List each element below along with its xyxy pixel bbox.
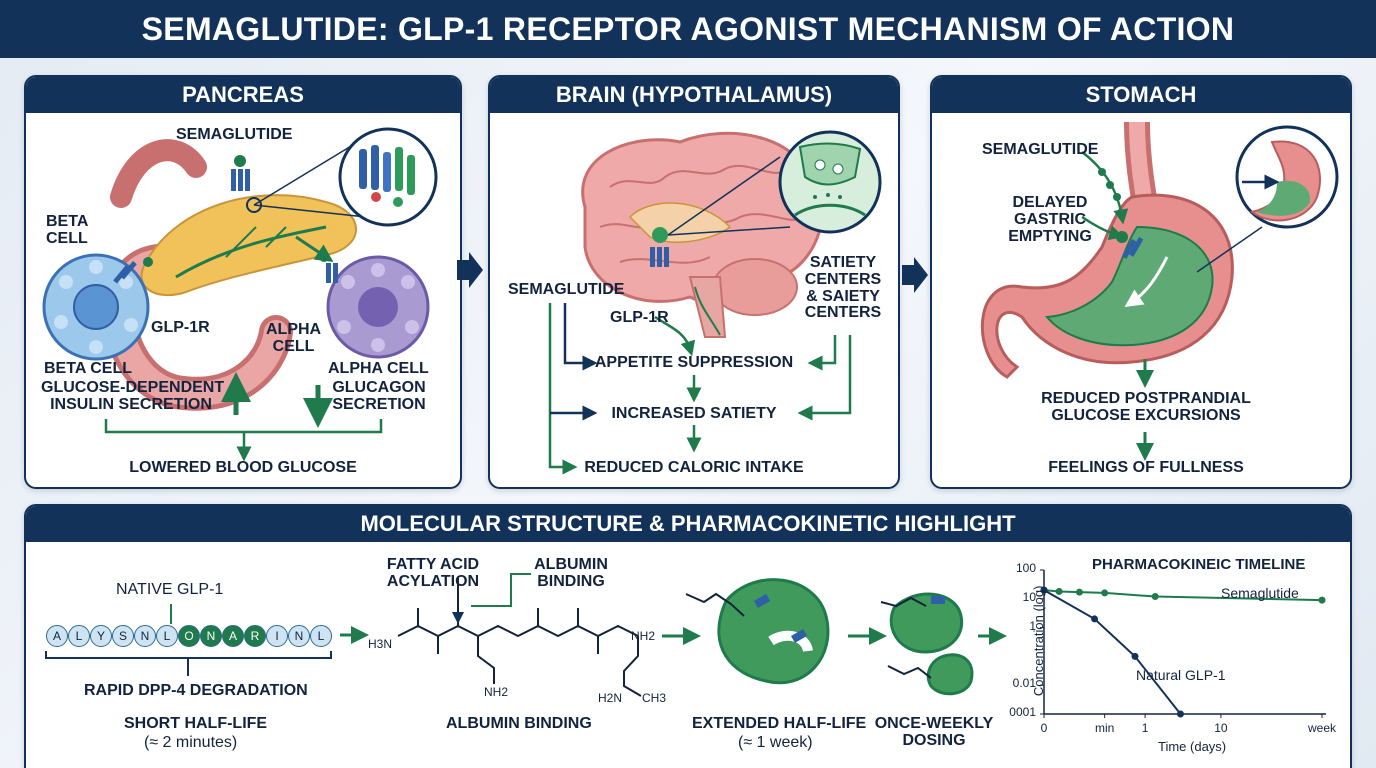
sequence-bead: L: [156, 625, 178, 647]
series-point: [1040, 586, 1048, 594]
alpha-cell-icon: [326, 255, 430, 359]
once-weekly-label: ONCE-WEEKLY DOSING: [874, 715, 994, 749]
h2n-label: H2N: [598, 691, 623, 705]
brain-semaglutide-label: SEMAGLUTIDE: [508, 281, 625, 298]
flow-arrow-1: [457, 252, 483, 288]
reduced-glucose-label: REDUCED POSTPRANDIAL GLUCOSE EXCURSIONS: [1041, 390, 1251, 424]
series-label: Semaglutide: [1221, 585, 1299, 601]
sequence-bead: L: [68, 625, 90, 647]
chart-y-axis-label: Concentration (log): [1031, 585, 1047, 697]
insulin-secretion-label: GLUCOSE-DEPENDENT INSULIN SECRETION: [41, 379, 225, 413]
sequence-bead: N: [200, 625, 222, 647]
molecular-illustration: [45, 569, 1326, 718]
sequence-bead: R: [244, 625, 266, 647]
x-tick-label: min: [1094, 721, 1115, 735]
flow-arrow-2: [902, 257, 928, 293]
brain-header: BRAIN (HYPOTHALAMUS): [490, 77, 898, 113]
fatty-acid-label: FATTY ACID ACYLATION: [386, 556, 480, 590]
alpha-cell-label: ALPHA CELL: [328, 360, 429, 377]
short-half-life-time: (≈ 2 minutes): [144, 734, 238, 751]
sequence-bead: S: [112, 625, 134, 647]
chart-title: PHARMACOKINEIC TIMELINE: [1092, 556, 1306, 573]
receptor-icon: [231, 155, 250, 191]
nh2-label-b: NH2: [484, 685, 509, 699]
stomach-illustration: [980, 121, 1339, 461]
sequence-bead: L: [310, 625, 332, 647]
beta-cell-icon: [42, 253, 150, 361]
x-tick-label: 1: [1141, 721, 1149, 735]
pancreas-illustration: [42, 127, 438, 462]
increased-satiety-label: INCREASED SATIETY: [611, 405, 777, 422]
satiety-centers-label: SATIETY CENTERS & SAIETY CENTERS: [804, 254, 882, 322]
y-tick-label: 100: [1015, 561, 1036, 575]
short-half-life-label: SHORT HALF-LIFE: [124, 715, 268, 732]
brain-panel: BRAIN (HYPOTHALAMUS): [488, 75, 900, 489]
native-glp1-label: NATIVE GLP-1: [116, 581, 224, 598]
sequence-bead: A: [222, 625, 244, 647]
sequence-bead: I: [266, 625, 288, 647]
appetite-suppression-label: APPETITE SUPPRESSION: [594, 354, 794, 371]
lowered-glucose-label: LOWERED BLOOD GLUCOSE: [129, 459, 357, 476]
molecular-header: MOLECULAR STRUCTURE & PHARMACOKINETIC HI…: [26, 506, 1350, 542]
y-tick-label: 10: [1022, 589, 1036, 604]
series-point: [1075, 588, 1083, 596]
y-tick-label: 1: [1029, 618, 1036, 633]
albumin-blob-2: [889, 592, 964, 654]
series-point: [1055, 587, 1063, 595]
h3n-label: H3N: [368, 637, 393, 651]
semaglutide-structure: [397, 608, 642, 697]
pancreas-panel: PANCREAS: [24, 75, 462, 489]
extended-half-life-label: EXTENDED HALF-LIFE: [692, 715, 867, 732]
series-point: [1151, 593, 1159, 601]
delayed-emptying-label: DELAYED GASTRIC EMPTYING: [1008, 194, 1092, 245]
x-tick-label: 10: [1214, 721, 1228, 735]
sequence-bead: A: [46, 625, 68, 647]
series-point: [1091, 615, 1099, 623]
ch3-label: CH3: [642, 691, 667, 705]
dpp4-label: RAPID DPP-4 DEGRADATION: [84, 682, 308, 699]
y-tick-label: 0001: [1009, 705, 1036, 719]
beta-cell-label: BETA CELL: [44, 360, 132, 377]
alpha-receptor-icon: [319, 252, 338, 283]
extended-half-life-time: (≈ 1 week): [738, 734, 813, 751]
alpha-cell-top-label: ALPHA CELL: [266, 321, 322, 355]
stomach-panel: STOMACH: [930, 75, 1352, 489]
sequence-bead: O: [178, 625, 200, 647]
series-line-1: [1043, 589, 1182, 715]
pancreas-semaglutide-label: SEMAGLUTIDE: [176, 126, 293, 143]
x-tick-label: 0: [1040, 721, 1048, 735]
brain-glp1r-label: GLP-1R: [610, 309, 669, 326]
stomach-semaglutide-label: SEMAGLUTIDE: [982, 141, 1099, 158]
main-title: SEMAGLUTIDE: GLP-1 RECEPTOR AGONIST MECH…: [0, 0, 1376, 58]
albumin-binding-top-label: ALBUMIN BINDING: [534, 556, 608, 590]
series-point: [1101, 589, 1109, 597]
series-point: [1176, 710, 1184, 718]
pk-chart-plot: [1040, 569, 1326, 718]
beta-cell-top-label: BETA CELL: [46, 213, 89, 247]
albumin-blob-3: [926, 653, 974, 696]
molecular-panel: MOLECULAR STRUCTURE & PHARMACOKINETIC HI…: [24, 504, 1352, 768]
glp1r-label: GLP-1R: [151, 319, 210, 336]
sequence-bead: N: [288, 625, 310, 647]
y-tick-label: 0.01: [1012, 676, 1036, 691]
series-point: [1318, 596, 1326, 604]
series-label: Natural GLP-1: [1136, 667, 1226, 683]
beta-receptor-icon: [113, 257, 153, 284]
fullness-label: FEELINGS OF FULLNESS: [1048, 459, 1244, 476]
brain-illustration: [548, 130, 882, 475]
x-tick-label: week: [1307, 721, 1336, 735]
sequence-bead: Y: [90, 625, 112, 647]
stomach-header: STOMACH: [932, 77, 1350, 113]
nh2-label-a: NH2: [631, 629, 656, 643]
chart-x-axis-label: Time (days): [1158, 739, 1227, 754]
hypothalamus-receptor-icon: [650, 227, 669, 267]
albumin-blob-1: [717, 578, 830, 685]
reduced-caloric-label: REDUCED CALORIC INTAKE: [584, 459, 804, 476]
glucagon-secretion-label: GLUCAGON SECRETION: [332, 379, 426, 413]
series-point: [1131, 652, 1139, 660]
sequence-bead: N: [134, 625, 156, 647]
pancreas-header: PANCREAS: [26, 77, 460, 113]
albumin-binding-label: ALBUMIN BINDING: [446, 715, 592, 732]
